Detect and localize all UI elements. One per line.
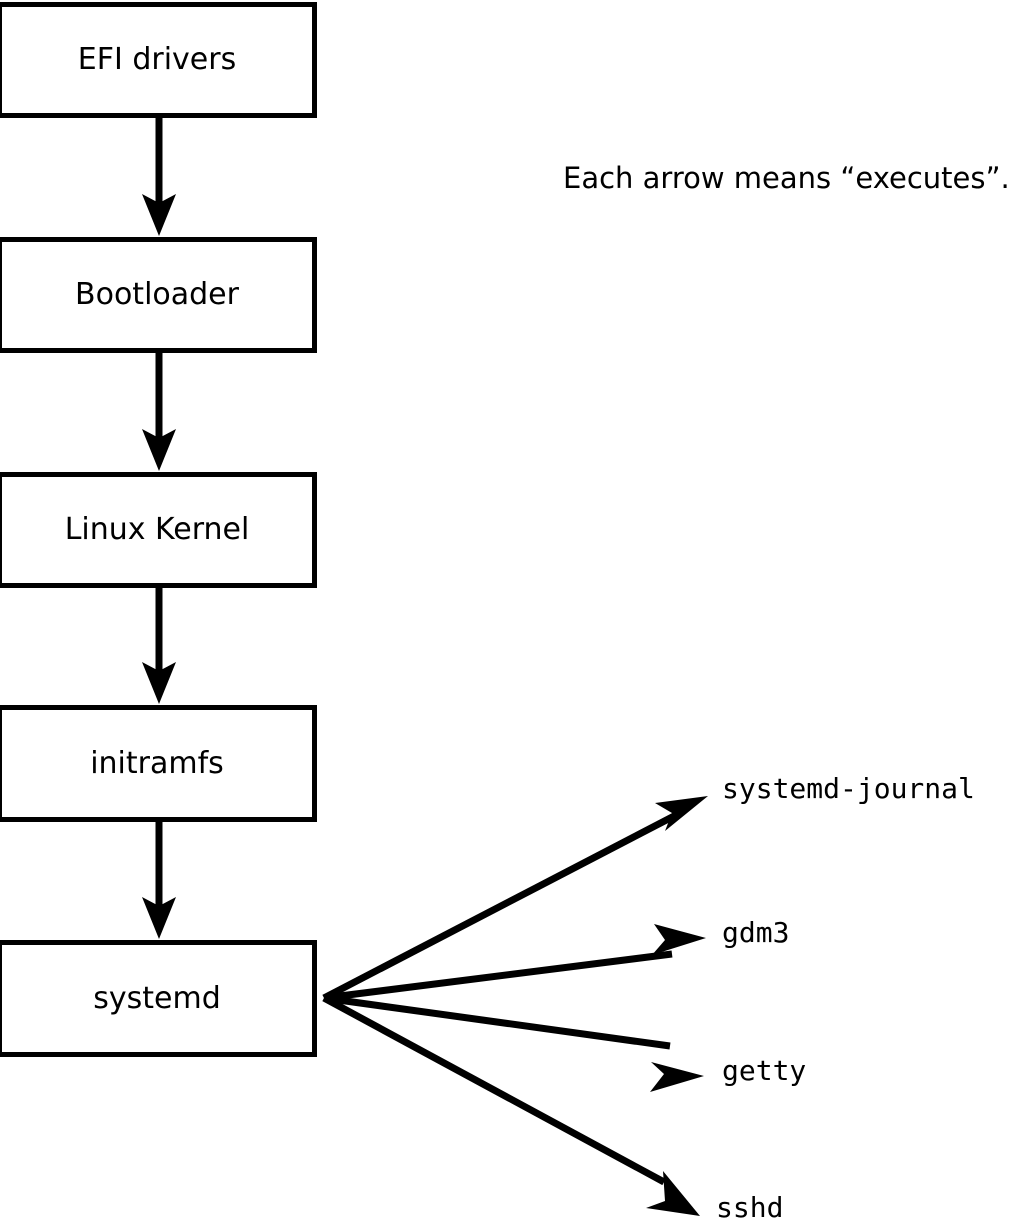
stage-label-initramfs: initramfs — [90, 745, 224, 781]
chain-arrow-efi-to-bootloader — [142, 118, 176, 236]
legend-note: Each arrow means “executes”. — [563, 161, 1010, 195]
service-label-systemd-journal: systemd-journal — [722, 772, 975, 805]
fanout-arrow-getty — [323, 994, 704, 1092]
fanout-arrow-gdm3 — [323, 924, 706, 1002]
stage-box-systemd[interactable]: systemd — [0, 940, 317, 1057]
stage-box-efi-drivers[interactable]: EFI drivers — [0, 2, 317, 118]
stage-label-bootloader: Bootloader — [75, 277, 239, 312]
stage-label-efi-drivers: EFI drivers — [77, 42, 237, 77]
chain-arrow-bootloader-to-kernel — [142, 353, 176, 471]
stage-box-initramfs[interactable]: initramfs — [0, 705, 317, 822]
stage-box-bootloader[interactable]: Bootloader — [0, 237, 317, 353]
service-label-sshd: sshd — [716, 1191, 784, 1224]
service-label-getty: getty — [722, 1054, 807, 1087]
stage-box-linux-kernel[interactable]: Linux Kernel — [0, 472, 317, 588]
stage-label-systemd: systemd — [93, 980, 221, 1016]
service-label-gdm3: gdm3 — [722, 916, 790, 949]
fanout-arrow-systemd-journal — [322, 796, 708, 1002]
chain-arrow-initramfs-to-systemd — [142, 822, 176, 939]
fanout-arrow-sshd — [322, 994, 700, 1216]
stage-label-linux-kernel: Linux Kernel — [64, 512, 250, 547]
chain-arrow-kernel-to-initramfs — [142, 588, 176, 704]
